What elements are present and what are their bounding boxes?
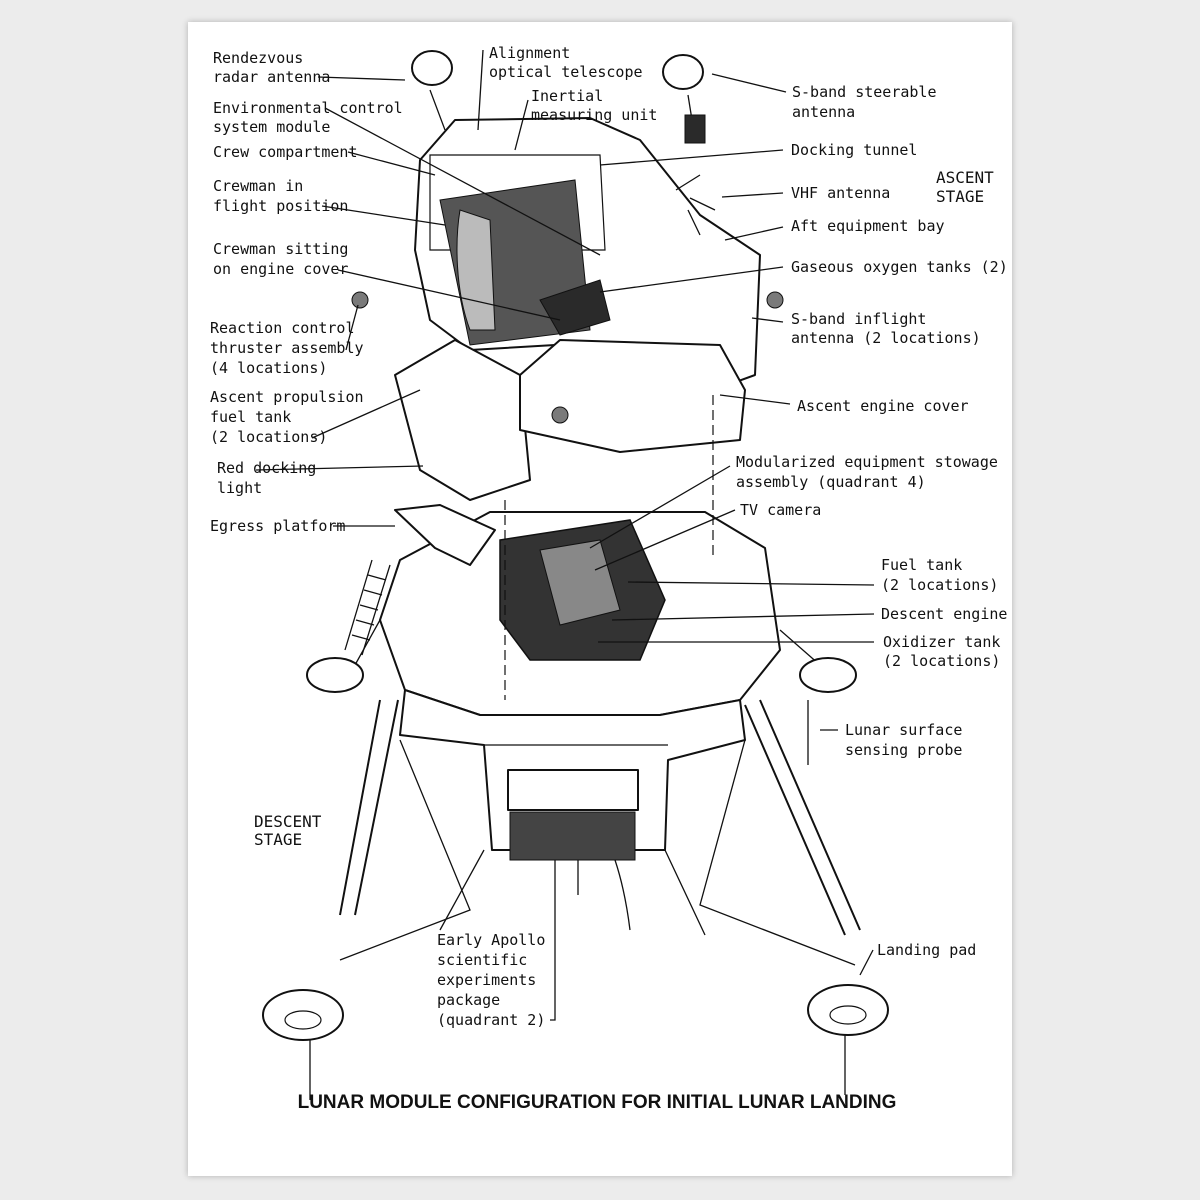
label-oxidizer-tank: Oxidizer tank (2 locations) <box>883 633 1009 670</box>
label-surface-probe: Lunar surface sensing probe <box>845 721 971 759</box>
diagram-title: LUNAR MODULE CONFIGURATION FOR INITIAL L… <box>298 1092 897 1113</box>
leader-lines <box>255 49 875 1021</box>
label-aft-equipment-bay: Aft equipment bay <box>791 217 945 235</box>
label-crewman-flight: Crewman in flight position <box>213 177 348 215</box>
label-crewman-sitting: Crewman sitting on engine cover <box>213 240 358 278</box>
label-rendezvous-radar: Rendezvous radar antenna <box>213 49 330 86</box>
label-gaseous-oxygen: Gaseous oxygen tanks (2) <box>791 258 1008 276</box>
label-sband-steerable: S-band steerable antenna <box>792 83 946 121</box>
label-ascent-fuel-tank: Ascent propulsion fuel tank (2 locations… <box>210 388 373 446</box>
ascent-stage-drawing <box>351 50 784 700</box>
label-inertial-unit: Inertial measuring unit <box>531 87 657 124</box>
label-easep: Early Apollo scientific experiments pack… <box>437 931 554 1029</box>
label-crew-compartment: Crew compartment <box>213 143 358 161</box>
label-red-docking-light: Red docking light <box>217 459 325 497</box>
label-sband-inflight: S-band inflight antenna (2 locations) <box>791 310 981 347</box>
label-ascent-engine-cover: Ascent engine cover <box>797 397 969 415</box>
stage-label-descent: DESCENT STAGE <box>254 812 331 849</box>
label-descent-engine: Descent engine <box>881 605 1007 623</box>
label-mesa: Modularized equipment stowage assembly (… <box>736 453 1007 491</box>
descent-stage-drawing <box>262 504 889 1100</box>
label-alignment-telescope: Alignment optical telescope <box>489 44 643 81</box>
diagram-sheet: Rendezvous radar antenna Alignment optic… <box>188 22 1012 1176</box>
label-landing-pad: Landing pad <box>877 941 976 959</box>
stage-label-ascent: ASCENT STAGE <box>936 168 1003 206</box>
label-fuel-tank: Fuel tank (2 locations) <box>881 556 998 594</box>
label-vhf-antenna: VHF antenna <box>791 184 890 202</box>
label-rcs-thruster: Reaction control thruster assembly (4 lo… <box>210 319 373 377</box>
label-docking-tunnel: Docking tunnel <box>791 141 917 159</box>
label-environmental-control: Environmental control system module <box>213 99 412 136</box>
label-egress-platform: Egress platform <box>210 517 345 535</box>
lunar-module-diagram: Rendezvous radar antenna Alignment optic… <box>210 44 1009 1113</box>
label-tv-camera: TV camera <box>740 501 821 519</box>
